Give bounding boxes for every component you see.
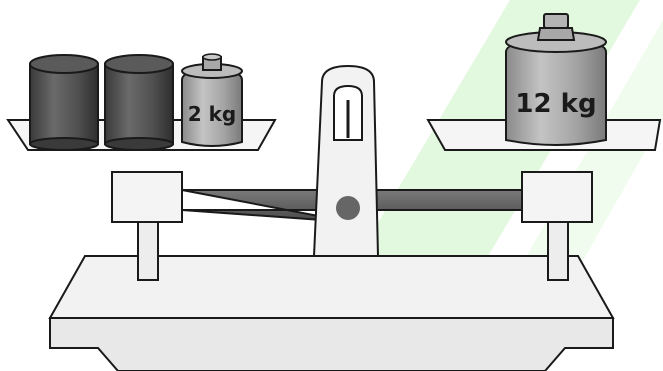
dark-cylinder xyxy=(30,55,98,150)
scale-base xyxy=(50,256,613,371)
pivot-dot xyxy=(336,196,360,220)
weight-2kg: 2 kg xyxy=(182,54,242,146)
center-column xyxy=(314,66,378,256)
weight-label-12kg: 12 kg xyxy=(515,89,596,119)
dark-cylinder xyxy=(105,55,173,150)
weight-label-2kg: 2 kg xyxy=(188,102,237,126)
